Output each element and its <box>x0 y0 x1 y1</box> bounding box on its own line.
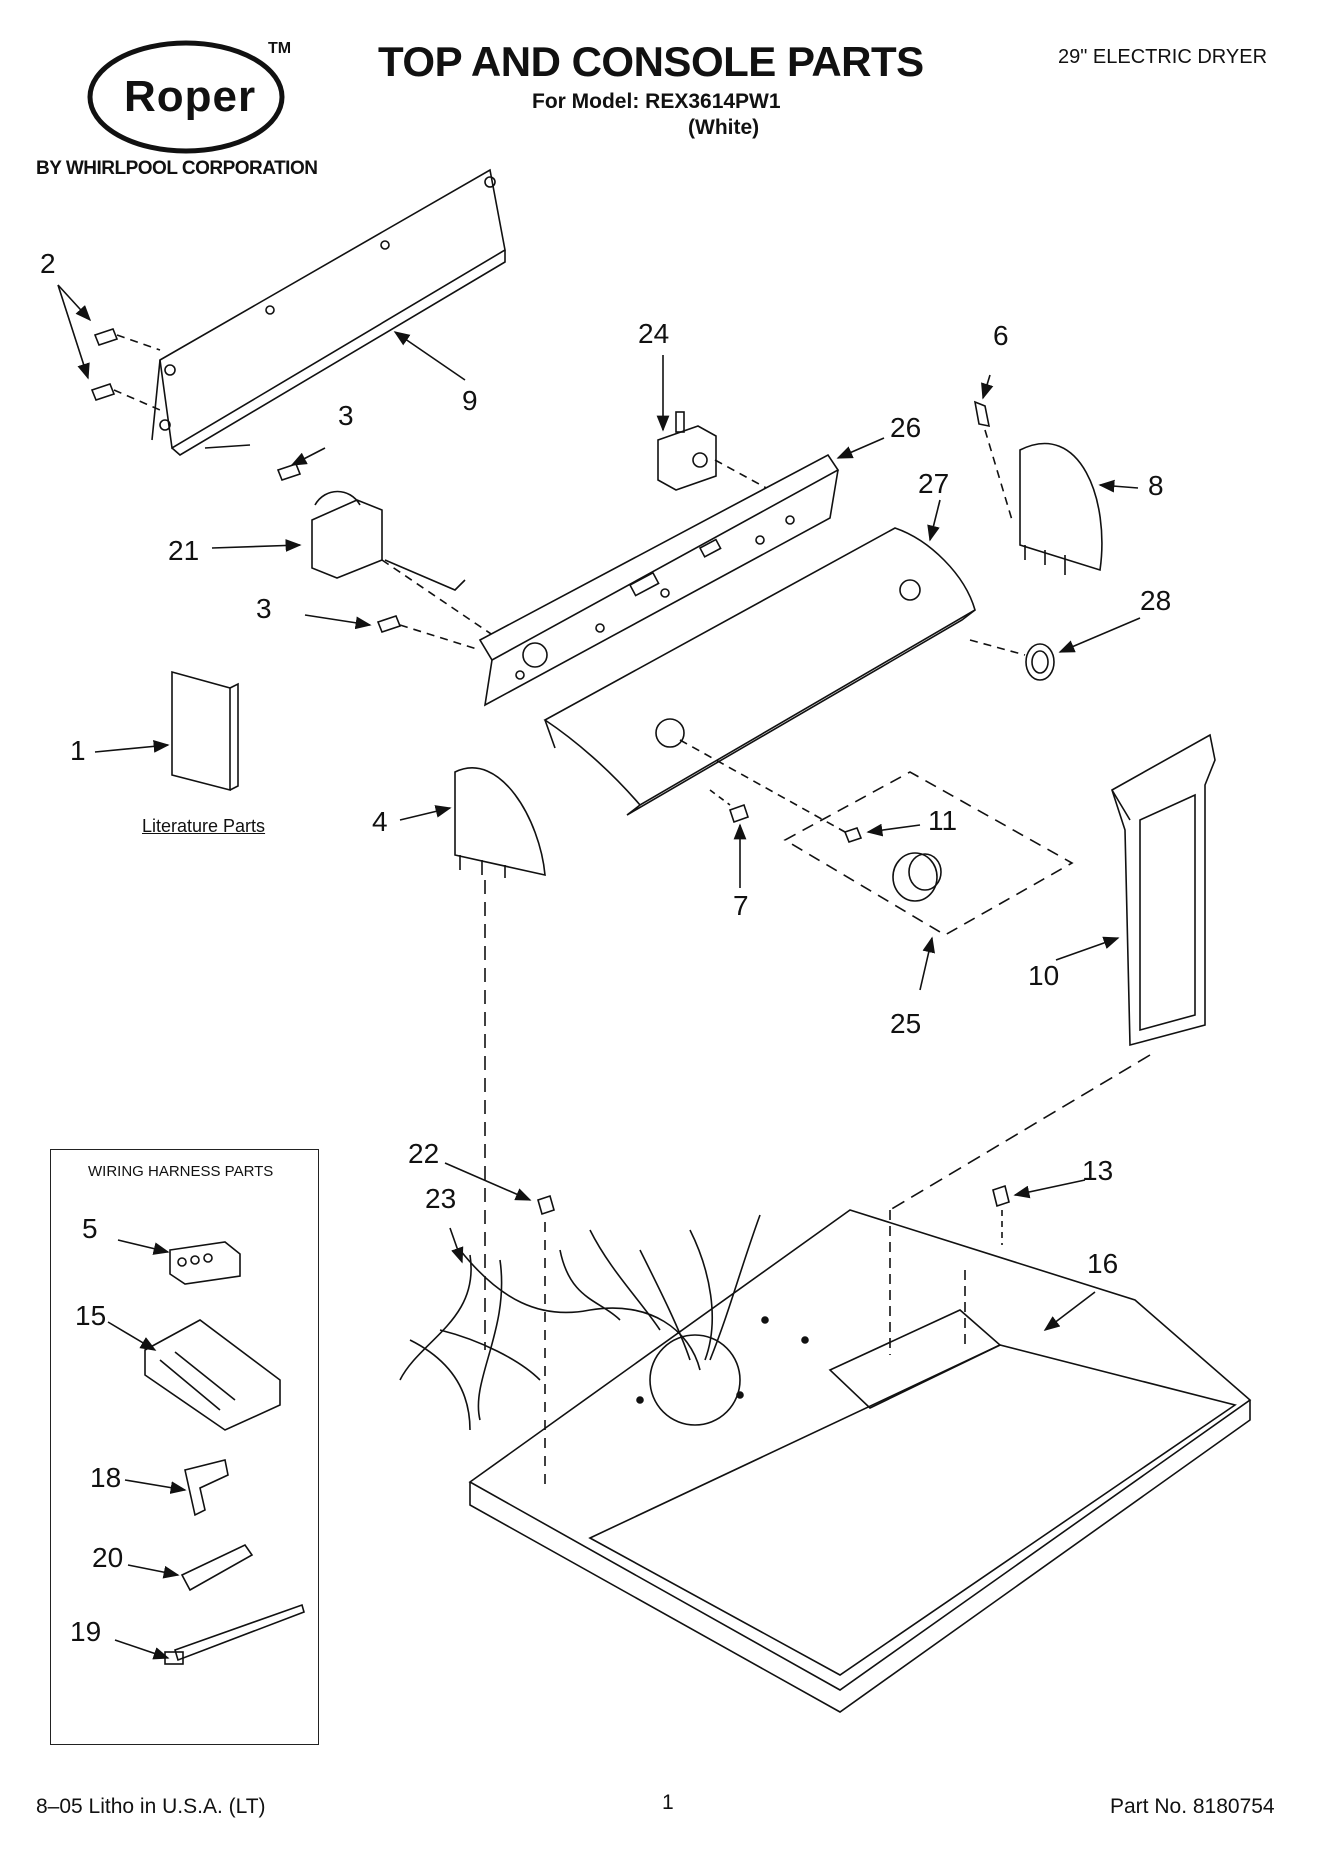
clip-part-11 <box>843 827 863 843</box>
footer-page-number: 1 <box>662 1791 674 1814</box>
console-bracket-part-26 <box>478 453 840 707</box>
end-cap-left-part-4 <box>454 767 546 878</box>
callout-2: 2 <box>40 248 56 279</box>
screw-part-7 <box>728 803 750 824</box>
callout-7: 7 <box>733 890 749 921</box>
callout-9: 9 <box>462 385 478 416</box>
callout-18: 18 <box>90 1462 122 1493</box>
callout-21: 21 <box>168 535 200 566</box>
terminal-part-20 <box>180 1543 254 1592</box>
callout-15: 15 <box>75 1300 107 1331</box>
footer-litho: 8–05 Litho in U.S.A. (LT) <box>36 1795 266 1818</box>
footer-part-number: Part No. 8180754 <box>1110 1795 1275 1818</box>
callout-28: 28 <box>1140 585 1172 616</box>
wiring-harness-title: WIRING HARNESS PARTS <box>88 1163 274 1180</box>
wire-harness-part-23 <box>399 1214 761 1431</box>
clip-part-22 <box>537 1194 555 1216</box>
callout-3a: 3 <box>338 400 354 431</box>
top-panel-part-16 <box>468 1209 1252 1713</box>
lint-screen-part-10 <box>1111 733 1216 1047</box>
callout-5: 5 <box>82 1213 98 1244</box>
screws-part-2 <box>57 284 161 411</box>
callout-3b: 3 <box>256 593 272 624</box>
connector-part-5 <box>169 1241 241 1285</box>
end-cap-right-part-8 <box>1019 442 1103 575</box>
clip-part-18 <box>184 1459 229 1517</box>
callout-10: 10 <box>1028 960 1060 991</box>
screw-part-13 <box>992 1184 1010 1208</box>
callout-26: 26 <box>890 412 922 443</box>
callout-27: 27 <box>918 468 950 499</box>
callout-19: 19 <box>70 1616 102 1647</box>
screw-part-3b <box>376 615 402 633</box>
logo-text: Roper <box>124 72 257 121</box>
literature-part-1 <box>171 670 239 792</box>
literature-parts-label: Literature Parts <box>142 816 266 836</box>
logo-corporation: BY WHIRLPOOL CORPORATION <box>36 158 318 179</box>
rear-panel-part-9 <box>151 168 506 456</box>
switch-part-24 <box>657 411 771 491</box>
switch-part-21 <box>311 490 501 641</box>
wiring-harness-box <box>50 1149 319 1745</box>
callout-6: 6 <box>993 320 1009 351</box>
screw-part-6 <box>973 400 991 428</box>
callout-11: 11 <box>928 805 958 836</box>
callout-24: 24 <box>638 318 670 349</box>
callout-1: 1 <box>70 735 86 766</box>
callout-4: 4 <box>372 806 388 837</box>
callout-22: 22 <box>408 1138 440 1169</box>
knob-group-part-25 <box>679 739 1074 936</box>
screw-part-3a <box>276 463 302 481</box>
product-type: 29" ELECTRIC DRYER <box>1058 46 1268 68</box>
page-title: TOP AND CONSOLE PARTS <box>378 38 924 85</box>
connector-part-15 <box>144 1319 281 1431</box>
callout-8: 8 <box>1148 470 1164 501</box>
knob-part-28 <box>1025 643 1055 681</box>
callout-13: 13 <box>1082 1155 1114 1186</box>
console-panel-part-27 <box>543 527 976 816</box>
callout-23: 23 <box>425 1183 457 1214</box>
callout-25: 25 <box>890 1008 922 1039</box>
callout-16: 16 <box>1087 1248 1119 1279</box>
callout-20: 20 <box>92 1542 124 1573</box>
model-line: For Model: REX3614PW1 <box>532 90 781 113</box>
color-line: (White) <box>688 116 760 139</box>
roper-logo <box>87 40 285 154</box>
logo-trademark: TM <box>268 40 292 57</box>
